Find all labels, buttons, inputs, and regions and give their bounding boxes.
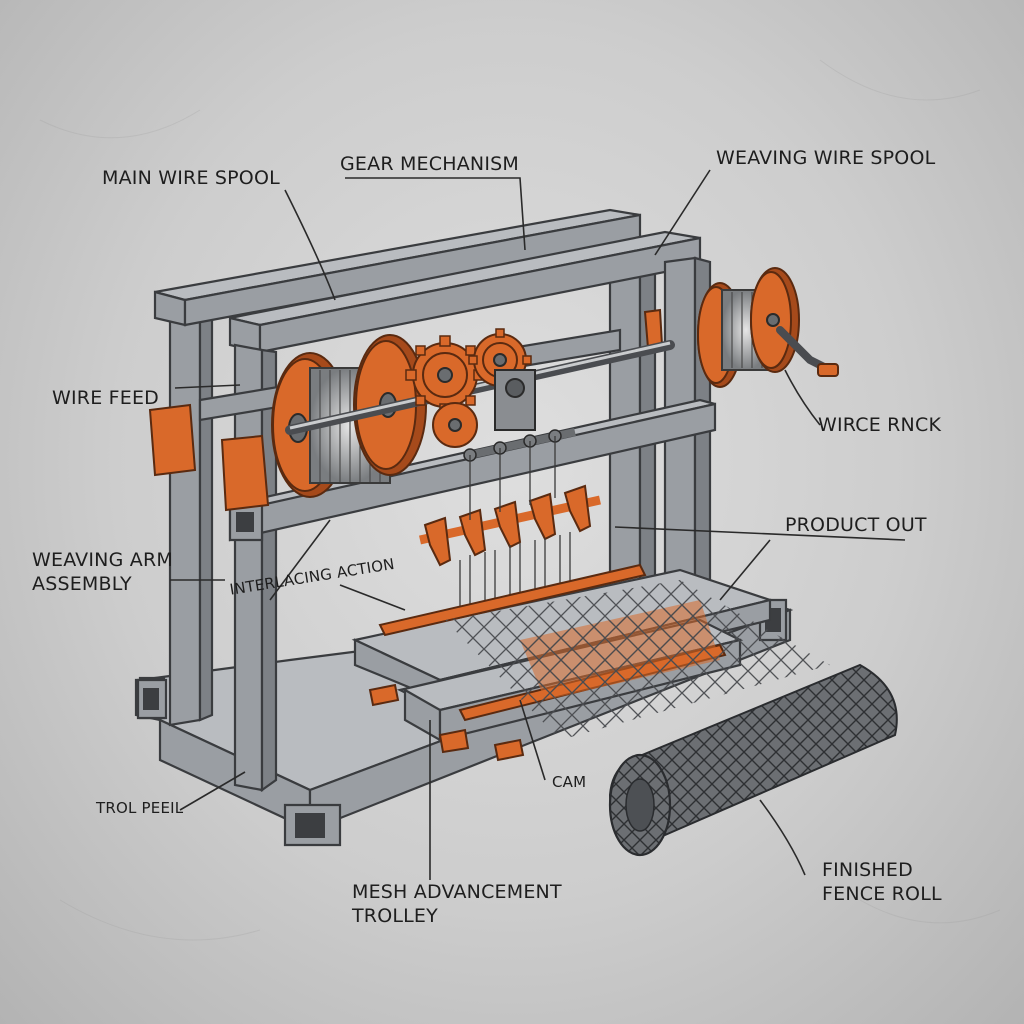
label-cam: CAM bbox=[552, 773, 587, 791]
orange-clamps bbox=[148, 308, 664, 512]
label-trol-peeil: TROL PEEIL bbox=[96, 799, 184, 817]
label-finished-roll-line2: FENCE ROLL bbox=[822, 883, 942, 905]
background-texture bbox=[39, 59, 1001, 941]
label-product-out: PRODUCT OUT bbox=[785, 514, 927, 536]
label-weaving-arm-line1: WEAVING ARM bbox=[32, 549, 173, 571]
rear-uprights bbox=[168, 243, 657, 727]
label-finished-roll-line1: FINISHED bbox=[822, 859, 913, 881]
label-weaving-arm-assembly: WEAVING ARM ASSEMBLY bbox=[32, 548, 173, 596]
woven-mesh-sheet bbox=[445, 580, 830, 740]
finished-fence-roll bbox=[608, 663, 898, 857]
label-gear-mechanism: GEAR MECHANISM bbox=[340, 153, 519, 175]
label-main-wire-spool: MAIN WIRE SPOOL bbox=[102, 167, 280, 189]
label-weaving-wire-spool: WEAVING WIRE SPOOL bbox=[716, 147, 936, 169]
label-wirce-rnck: WIRCE RNCK bbox=[818, 414, 942, 436]
label-mesh-trolley-line2: TROLLEY bbox=[352, 905, 438, 927]
main-axle bbox=[285, 340, 675, 435]
top-rails bbox=[153, 208, 702, 354]
gear-mechanism bbox=[405, 328, 536, 448]
label-weaving-arm-line2: ASSEMBLY bbox=[32, 573, 132, 595]
label-finished-fence-roll: FINISHED FENCE ROLL bbox=[822, 858, 942, 906]
label-wire-feed: WIRE FEED bbox=[52, 387, 160, 409]
label-mesh-advancement-trolley: MESH ADVANCEMENT TROLLEY bbox=[352, 880, 562, 928]
leader-lines bbox=[170, 169, 906, 880]
weaving-wire-spool bbox=[697, 267, 839, 388]
label-mesh-trolley-line1: MESH ADVANCEMENT bbox=[352, 881, 562, 903]
